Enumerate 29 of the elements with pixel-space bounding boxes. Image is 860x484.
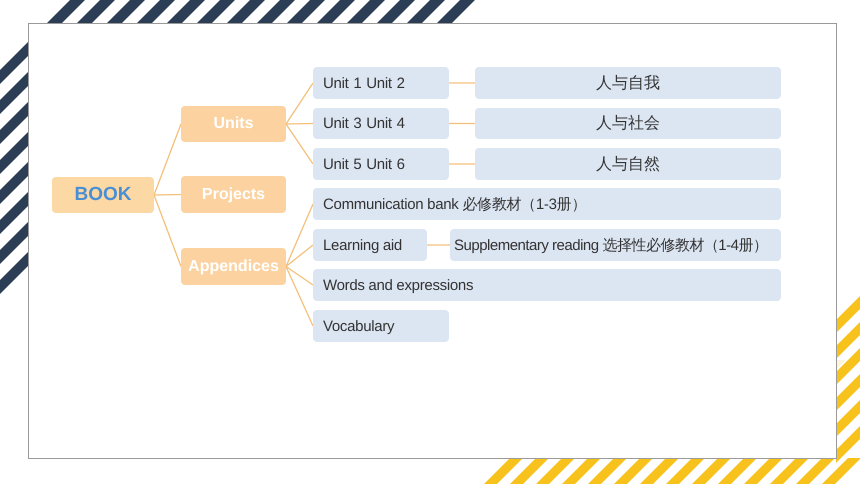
connector-line — [449, 163, 475, 165]
topic-box: Communication bank 必修教材（1-3册） — [313, 188, 781, 220]
connector-line — [449, 122, 475, 124]
connector-line — [285, 266, 314, 326]
connector-line — [286, 122, 314, 125]
root-box: BOOK — [52, 177, 154, 213]
connector-line — [427, 244, 450, 246]
topic-box: Unit 3 Unit 4 — [313, 108, 449, 139]
topic-box: Unit 1 Unit 2 — [313, 67, 449, 99]
topic-box: Learning aid — [313, 229, 427, 261]
theme-box: 人与社会 — [475, 108, 781, 139]
connector-line — [154, 194, 182, 196]
theme-box: 人与自我 — [475, 67, 781, 99]
topic-box: Supplementary reading 选择性必修教材（1-4册） — [450, 229, 781, 261]
connector-line — [286, 244, 314, 267]
topic-box: Vocabulary — [313, 310, 449, 342]
branch-box: Projects — [181, 176, 286, 213]
connector-line — [153, 194, 182, 267]
theme-box: 人与自然 — [475, 148, 781, 180]
connector-line — [449, 82, 475, 84]
connector-line — [285, 204, 314, 267]
branch-box: Units — [181, 106, 286, 142]
connector-line — [285, 82, 314, 124]
branch-box: Appendices — [181, 248, 286, 285]
connector-line — [153, 124, 182, 196]
topic-box: Unit 5 Unit 6 — [313, 148, 449, 180]
connector-line — [285, 124, 314, 164]
topic-box: Words and expressions — [313, 269, 781, 301]
connector-line — [286, 266, 314, 286]
